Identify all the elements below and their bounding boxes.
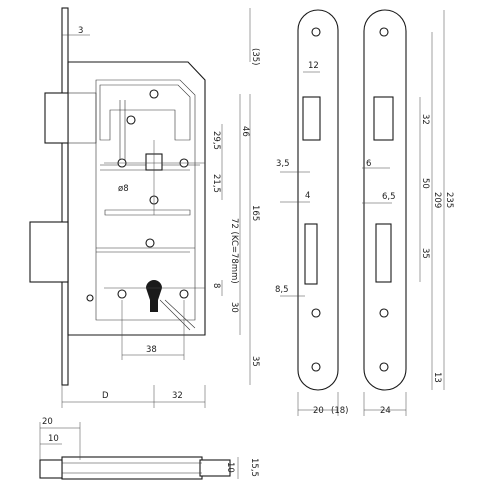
dim-8-5: 8,5 [275, 285, 289, 295]
dim-15-5: 15,5 [249, 458, 259, 477]
top-view-body [61, 456, 203, 480]
dim-50: 50 [420, 178, 430, 189]
dim-10-bolt: 10 [225, 462, 235, 473]
dim-72: 72 (KC=78mm) [229, 218, 239, 284]
faceplate-front-view [297, 9, 339, 391]
strike-plate-dimensions: 6 6,5 32 50 209 235 35 13 24 [362, 10, 454, 416]
top-view-latch [39, 459, 63, 479]
dim-20-front: 20 [313, 406, 324, 416]
dim-38: 38 [146, 345, 157, 355]
dim-4: 4 [305, 191, 310, 201]
dim-8-side: 8 [211, 283, 221, 288]
dim-hole-8: ø8 [118, 184, 129, 194]
strike-plate-view [363, 9, 407, 391]
dim-32-strike: 32 [420, 114, 430, 125]
side-view-dimensions: 3 (35) 46 29,5 21,5 72 (KC=78mm) 165 8 3… [61, 8, 260, 408]
dim-6-5: 6,5 [382, 192, 396, 202]
dim-32-bottom: 32 [172, 391, 183, 401]
dim-24: 24 [380, 406, 391, 416]
dim-30: 30 [229, 302, 239, 313]
dim-165: 165 [250, 205, 260, 221]
bottom-top-view [39, 456, 231, 480]
strike-latch-opening [373, 96, 394, 141]
dim-35-strike: 35 [420, 248, 430, 259]
dim-20-bottom: 20 [42, 417, 53, 427]
dim-3-5: 3,5 [276, 159, 290, 169]
faceplate-strip [61, 7, 69, 386]
dead-bolt [29, 221, 69, 283]
case-body [67, 61, 206, 336]
dim-35-low: 35 [250, 356, 260, 367]
latch-opening [302, 96, 321, 141]
bottom-view-dimensions: 20 10 10 15,5 [39, 417, 259, 479]
dim-13: 13 [432, 372, 442, 383]
dim-3: 3 [78, 26, 83, 36]
dim-18-front: (18) [331, 406, 348, 416]
lock-case-side-view [29, 7, 206, 386]
keyhole [146, 280, 162, 312]
dim-235: 235 [444, 192, 454, 208]
latch-bolt [44, 92, 69, 144]
dim-35-paren: (35) [250, 48, 260, 65]
dim-29-5: 29,5 [211, 131, 221, 150]
strike-bolt-opening [375, 223, 392, 283]
bolt-opening [304, 223, 318, 285]
dim-209: 209 [432, 192, 442, 208]
top-view-extension [199, 459, 231, 477]
dim-12: 12 [308, 61, 319, 71]
dim-46: 46 [240, 126, 250, 137]
front-view-dimensions: 12 3,5 4 8,5 20 (18) [275, 61, 348, 416]
dim-6: 6 [366, 159, 371, 169]
dim-21-5: 21,5 [211, 174, 221, 193]
dim-D: D [102, 391, 109, 401]
dim-10-bottom: 10 [48, 434, 59, 444]
